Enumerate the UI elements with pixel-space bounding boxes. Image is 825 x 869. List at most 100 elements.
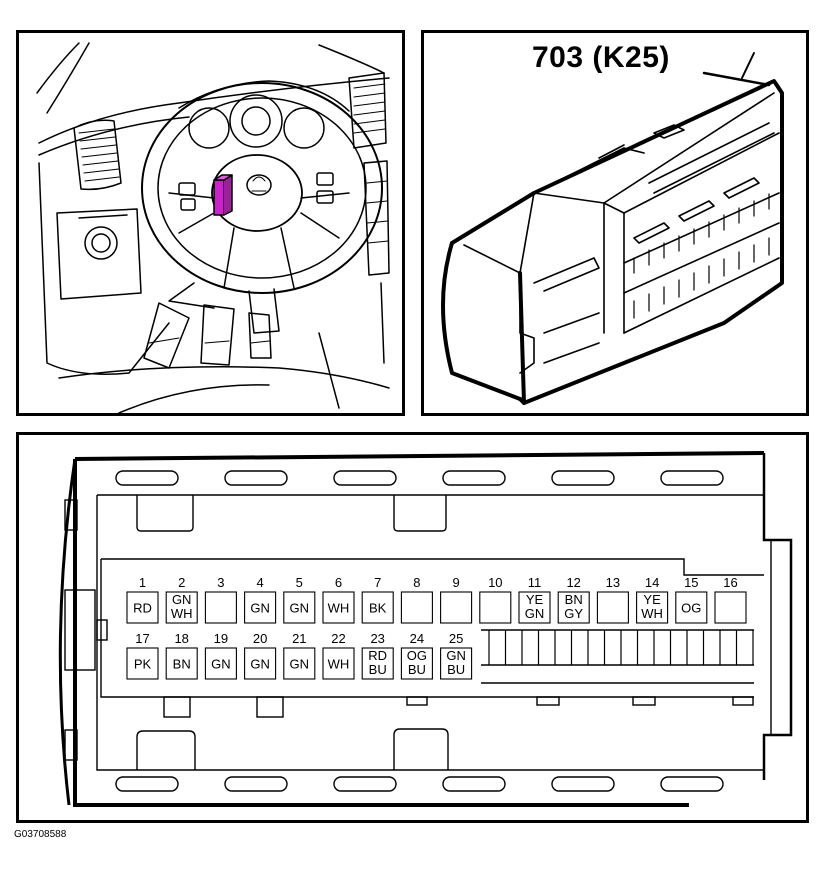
pin-cavity (440, 591, 473, 624)
wire-color-label: BU (408, 662, 426, 677)
wire-color-label: WH (171, 606, 193, 621)
pin-16: 16 (714, 575, 747, 624)
pin-number: 22 (331, 631, 345, 646)
pin-cavity (204, 647, 237, 680)
pin-cavity (322, 647, 355, 680)
wire-color-label: WH (641, 606, 663, 621)
pin-number: 4 (256, 575, 263, 590)
pin-cavity (518, 591, 551, 624)
pin-cavity (361, 591, 394, 624)
wire-color-label: GN (211, 657, 231, 672)
wire-color-label: BN (173, 657, 191, 672)
wire-color-label: BU (447, 662, 465, 677)
pin-cavity (244, 647, 277, 680)
top-slots (115, 470, 724, 486)
pin-cavity (283, 647, 316, 680)
connector-perspective-drawing (441, 52, 784, 405)
pin-10: 10 (479, 575, 512, 624)
pin-number: 13 (606, 575, 620, 590)
pin-13: 13 (596, 575, 629, 624)
pin-cavity (714, 591, 747, 624)
wire-color-label: PK (134, 657, 152, 672)
wire-color-label: GN (250, 657, 270, 672)
wire-color-label: GN (250, 601, 270, 616)
pin-number: 6 (335, 575, 342, 590)
pin-cavity (204, 591, 237, 624)
connector-panel: 703 (K25) (421, 30, 809, 416)
pin-number: 19 (214, 631, 228, 646)
pin-number: 24 (410, 631, 424, 646)
wire-color-label: BU (369, 662, 387, 677)
pin-number: 18 (174, 631, 188, 646)
bottom-slots (115, 776, 724, 792)
pin-number: 3 (217, 575, 224, 590)
wire-color-label: WH (328, 601, 350, 616)
pin-cavity (322, 591, 355, 624)
dashboard-panel (16, 30, 405, 416)
pin-number: 16 (723, 575, 737, 590)
pin-number: 25 (449, 631, 463, 646)
pin-6: 6WH (322, 575, 355, 624)
pin-number: 1 (139, 575, 146, 590)
pin-cavity (596, 591, 629, 624)
pin-4: 4GN (244, 575, 277, 624)
pin-cavity (400, 647, 433, 680)
pin-cavity (244, 591, 277, 624)
pin-3: 3 (204, 575, 237, 624)
wire-color-label: GN (290, 657, 310, 672)
pin-number: 23 (370, 631, 384, 646)
pin-cavity (283, 591, 316, 624)
pin-cavity (557, 591, 590, 624)
pin-number: 21 (292, 631, 306, 646)
pin-number: 2 (178, 575, 185, 590)
pin-number: 5 (296, 575, 303, 590)
pin-number: 8 (413, 575, 420, 590)
wire-color-label: YE (643, 592, 661, 607)
pin-number: 9 (452, 575, 459, 590)
wire-color-label: GN (446, 648, 466, 663)
pin-number: 10 (488, 575, 502, 590)
pin-number: 14 (645, 575, 659, 590)
wire-color-label: GN (172, 592, 192, 607)
wire-color-label: BK (369, 601, 387, 616)
pin-cavity (165, 647, 198, 680)
pin-cavity (675, 591, 708, 624)
wire-color-label: YE (526, 592, 544, 607)
pin-cavity (400, 591, 433, 624)
pin-cavity (440, 647, 473, 680)
pin-cavity (636, 591, 669, 624)
wire-color-label: OG (681, 601, 701, 616)
wire-color-label: OG (407, 648, 427, 663)
wire-color-label: GN (290, 601, 310, 616)
pin-cavity (361, 647, 394, 680)
wire-color-label: WH (328, 657, 350, 672)
pin-8: 8 (400, 575, 433, 624)
pin-1: 1RD (126, 575, 159, 624)
pin-9: 9 (440, 575, 473, 624)
pin-number: 12 (566, 575, 580, 590)
wire-color-label: GY (564, 606, 583, 621)
pin-cavity (479, 591, 512, 624)
wire-color-label: RD (368, 648, 387, 663)
pin-5: 5GN (283, 575, 316, 624)
wire-color-label: GN (525, 606, 545, 621)
pin-number: 15 (684, 575, 698, 590)
dashboard-illustration (36, 42, 390, 413)
pin-7: 7BK (361, 575, 394, 624)
pin-cavity (126, 591, 159, 624)
connector-callout-label: 703 (K25) (532, 41, 670, 74)
